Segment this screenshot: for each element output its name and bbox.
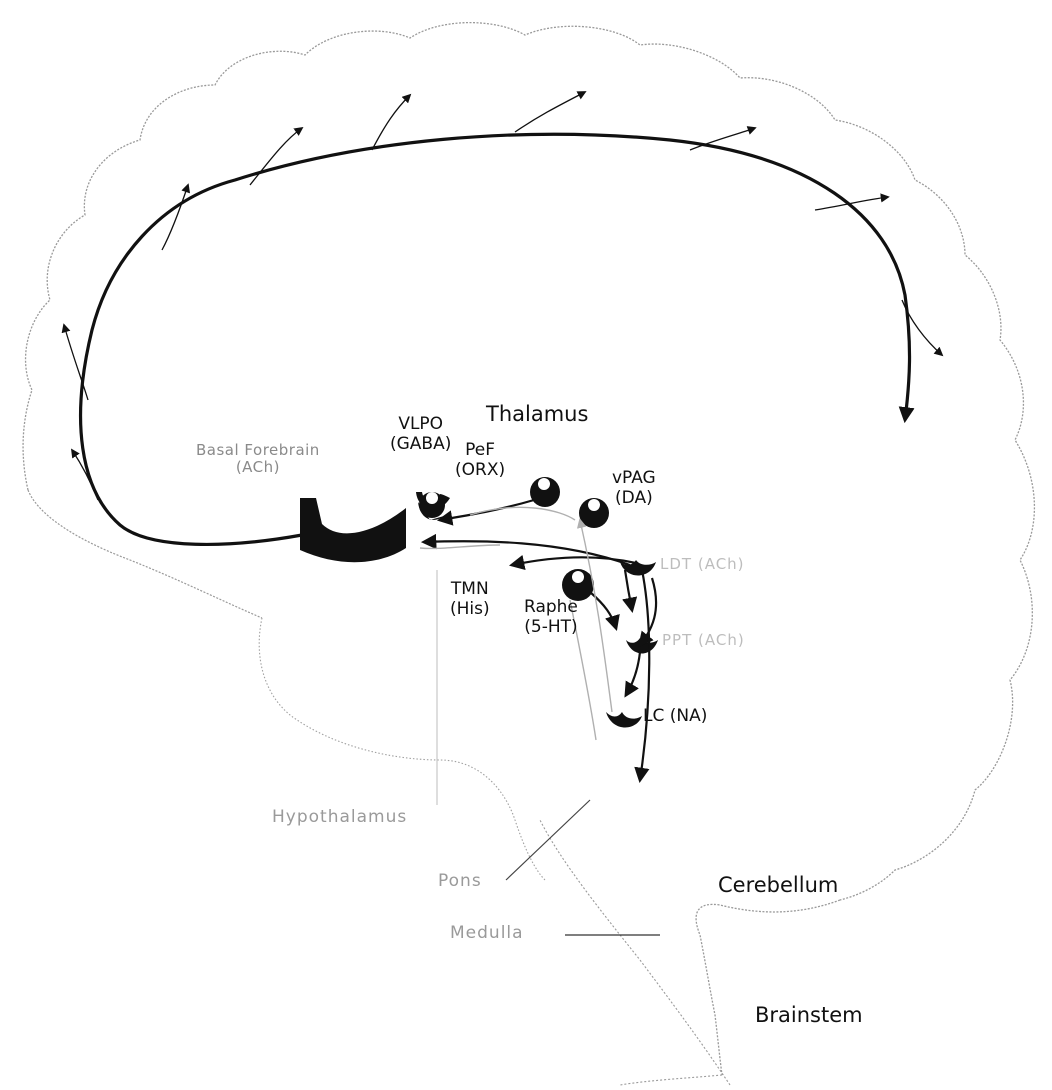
label-pons: Pons (438, 872, 482, 892)
frontal-underside-outline (28, 490, 262, 618)
label-basal-line2: (ACh) (196, 459, 320, 476)
label-raphe-line2: (5-HT) (524, 618, 578, 638)
cerebellum-outline (696, 900, 840, 1075)
brainstem-outline-left (540, 820, 730, 1085)
label-tmn: TMN (His) (450, 580, 490, 619)
label-ppt: PPT (ACh) (662, 632, 745, 649)
label-raphe: Raphe (5-HT) (524, 598, 578, 637)
temporal-lobe-outline (259, 618, 545, 880)
label-vlpo-line1: VLPO (390, 415, 451, 435)
label-lc: LC (NA) (643, 707, 707, 727)
label-cerebellum: Cerebellum (718, 873, 838, 897)
label-tmn-line2: (His) (450, 600, 490, 620)
label-pef-line2: (ORX) (455, 461, 505, 481)
cortical-branch-arrows (64, 92, 942, 500)
basal-forebrain-projection-arc (81, 134, 910, 544)
label-ldt: LDT (ACh) (660, 556, 745, 573)
label-vpag: vPAG (DA) (612, 469, 656, 508)
ppt-nucleus (626, 638, 658, 654)
label-pef: PeF (ORX) (455, 441, 505, 480)
basal-forebrain-nucleus (300, 498, 406, 562)
cortex-outline (23, 23, 1034, 900)
label-pef-line1: PeF (455, 441, 505, 461)
label-vlpo-line2: (GABA) (390, 435, 451, 455)
label-vpag-line2: (DA) (612, 489, 656, 509)
label-brainstem: Brainstem (755, 1003, 863, 1027)
lc-nucleus (606, 712, 642, 728)
brainstem-outline-right (620, 1075, 722, 1085)
wake-promoting-pathways (424, 500, 656, 780)
label-raphe-line1: Raphe (524, 598, 578, 618)
label-medulla: Medulla (450, 924, 524, 944)
label-tmn-line1: TMN (450, 580, 490, 600)
pons-pointer-line (506, 800, 590, 880)
label-vlpo: VLPO (GABA) (390, 415, 451, 454)
label-vpag-line1: vPAG (612, 469, 656, 489)
label-thalamus: Thalamus (486, 402, 588, 426)
label-basal-line1: Basal Forebrain (196, 442, 320, 459)
label-hypothalamus: Hypothalamus (272, 808, 407, 828)
label-basal-forebrain: Basal Forebrain (ACh) (196, 442, 320, 477)
